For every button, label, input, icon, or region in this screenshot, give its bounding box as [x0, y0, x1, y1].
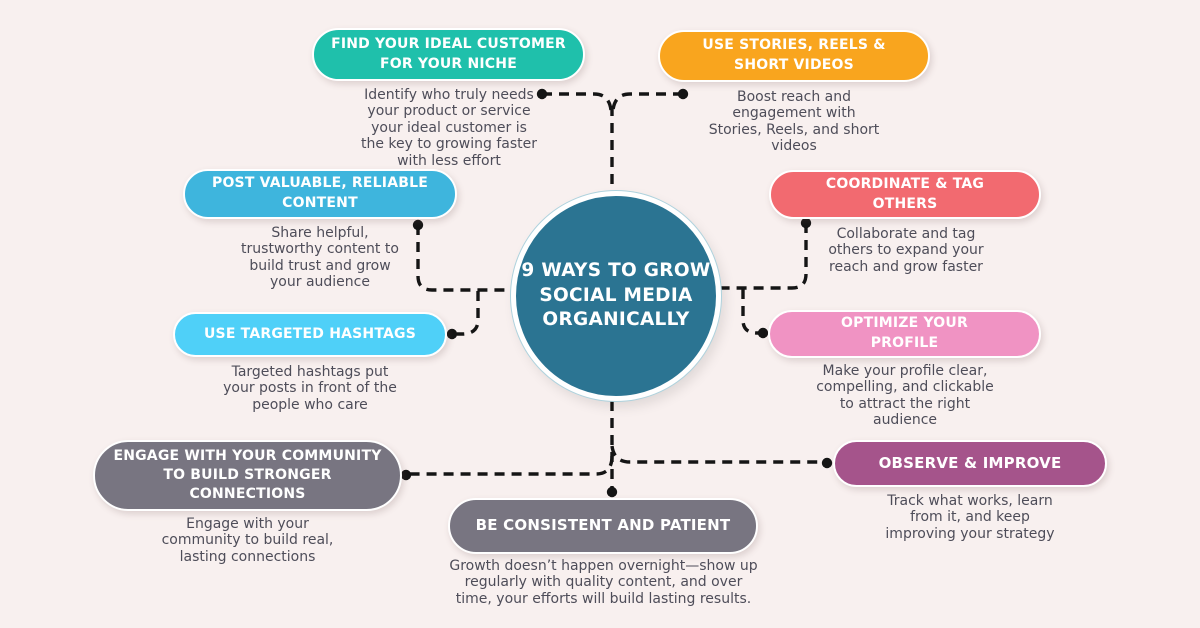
connector-line [718, 223, 808, 290]
connector-dot [412, 219, 424, 231]
pill-description-engage-with-community: Engage with your community to build real… [161, 516, 334, 565]
pill-title: ENGAGE WITH YOUR COMMUNITY TO BUILD STRO… [113, 448, 382, 502]
pill-title: FIND YOUR IDEAL CUSTOMER FOR YOUR NICHE [331, 35, 566, 72]
pill-observe-improve: OBSERVE & IMPROVE [833, 440, 1107, 487]
pill-description-use-stories-reels: Boost reach and engagement with Stories,… [708, 89, 880, 155]
pill-title: OPTIMIZE YOUR PROFILE [841, 315, 968, 351]
pill-description-find-ideal-customer: Identify who truly needs your product or… [361, 87, 537, 169]
pill-description-use-targeted-hashtags: Targeted hashtags put your posts in fron… [223, 364, 397, 413]
connector-dot [446, 328, 458, 340]
connector-dot [400, 469, 412, 481]
pill-title: OBSERVE & IMPROVE [878, 453, 1062, 472]
connector-dot [606, 486, 618, 498]
connector-line [741, 289, 760, 335]
pill-post-valuable-content: POST VALUABLE, RELIABLE CONTENT [183, 169, 457, 219]
pill-description-coordinate-tag-others: Collaborate and tag others to expand you… [828, 226, 984, 275]
center-circle: 9 WAYS TO GROW SOCIAL MEDIA ORGANICALLY [511, 191, 721, 401]
pill-title: POST VALUABLE, RELIABLE CONTENT [212, 175, 428, 211]
connector-dots [400, 88, 833, 498]
pill-title: USE STORIES, REELS & SHORT VIDEOS [702, 37, 886, 73]
pill-use-stories-reels: USE STORIES, REELS & SHORT VIDEOS [658, 30, 930, 82]
connector-dot [757, 327, 769, 339]
connector-line [457, 291, 480, 336]
pill-optimize-your-profile: OPTIMIZE YOUR PROFILE [768, 310, 1041, 358]
center-title: 9 WAYS TO GROW SOCIAL MEDIA ORGANICALLY [521, 260, 711, 331]
pill-title: USE TARGETED HASHTAGS [203, 325, 417, 342]
pill-title: BE CONSISTENT AND PATIENT [475, 516, 731, 535]
pill-title: COORDINATE & TAG OTHERS [825, 175, 985, 212]
pill-find-ideal-customer: FIND YOUR IDEAL CUSTOMER FOR YOUR NICHE [312, 28, 585, 81]
connector-dot [800, 217, 812, 229]
pill-engage-with-community: ENGAGE WITH YOUR COMMUNITY TO BUILD STRO… [93, 440, 402, 511]
connector-line [416, 225, 506, 292]
pill-description-observe-improve: Track what works, learn from it, and kee… [885, 493, 1055, 542]
connector-dot [536, 88, 548, 100]
connector-dot [677, 88, 689, 100]
pill-description-be-consistent-patient: Growth doesn’t happen overnight—show up … [449, 558, 758, 607]
connector-line [410, 455, 614, 476]
connector-paths [410, 92, 822, 488]
connector-dot [821, 457, 833, 469]
pill-description-optimize-your-profile: Make your profile clear, compelling, and… [816, 363, 994, 429]
connector-line [610, 445, 822, 464]
pill-description-post-valuable-content: Share helpful, trustworthy content to bu… [241, 225, 399, 291]
pill-be-consistent-patient: BE CONSISTENT AND PATIENT [448, 498, 758, 554]
pill-coordinate-tag-others: COORDINATE & TAG OTHERS [769, 170, 1041, 219]
pill-use-targeted-hashtags: USE TARGETED HASHTAGS [173, 312, 447, 357]
